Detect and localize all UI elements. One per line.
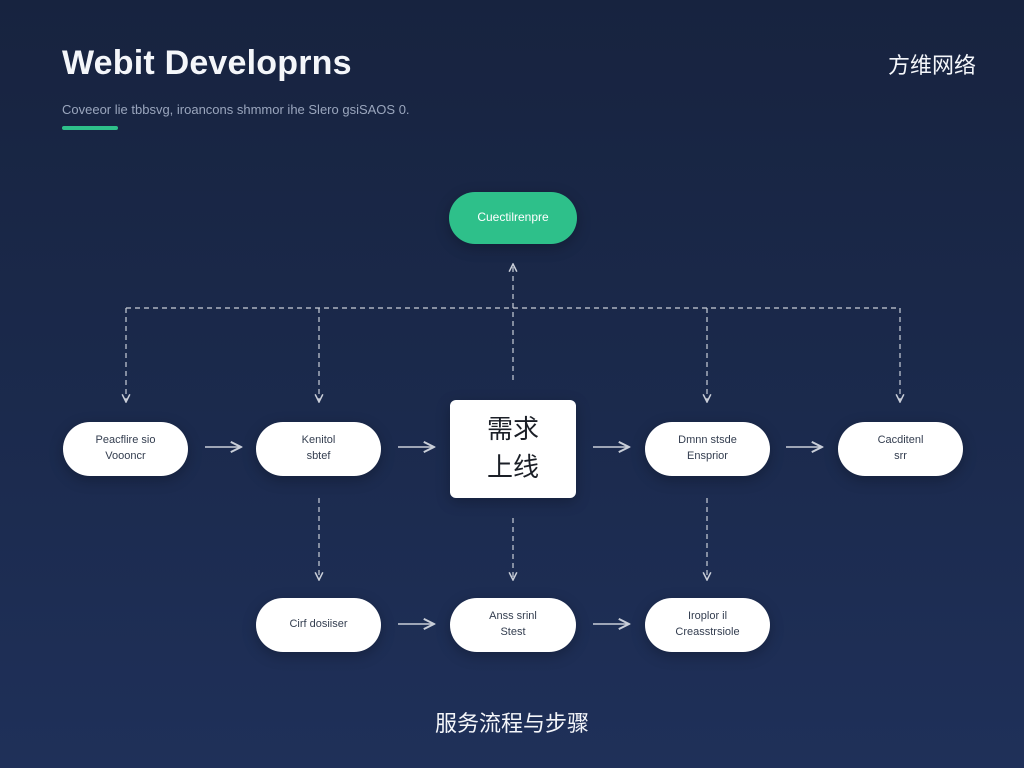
title-accent-line [62,126,118,130]
page-subtitle: Coveeor lie tbbsvg, iroancons shmmor ihe… [62,102,410,117]
row2-node-1: Cirf dosiiser [256,598,381,652]
row1-node-2: Kenitol sbtef [256,422,381,476]
footer-caption: 服务流程与步骤 [434,711,589,736]
page-title: Webit Developrns [62,44,352,82]
row2-node-3: Iroplor il Creasstrsiole [645,598,770,652]
top-node: Cuectilrenpre [449,192,577,244]
row1-node-1: Peacflire sio Voooncr [63,422,188,476]
brand-name: 方维网络 [887,53,976,78]
row2-node-2: Anss srinl Stest [450,598,576,652]
center-node: 需求 上线 [450,400,576,498]
row1-node-4: Cacditenl srr [838,422,963,476]
row1-node-3: Dmnn stsde Ensprior [645,422,770,476]
